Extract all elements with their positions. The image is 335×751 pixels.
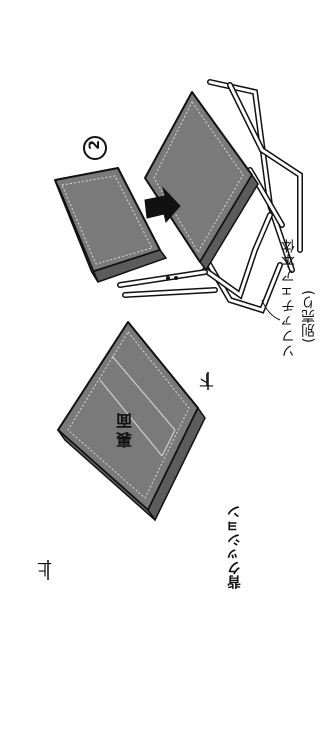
insert-cushion-front [54,179,99,283]
leader-line [261,299,281,321]
step-number: 2 [87,140,103,150]
insert-cushion-stitch [61,175,153,265]
seat-cushion-stitch [153,101,244,253]
seat-cushion [144,91,253,263]
seat-cushion-side [199,173,259,272]
chair-frame [117,79,303,314]
bottom-direction-label: 下 [198,373,216,388]
back-cushion-caption: 背クッション [227,505,243,589]
back-cushion-drawing [47,321,209,580]
seam-2 [99,379,163,457]
bolt-1 [166,276,170,280]
front-face-label: 裏面 [116,410,135,448]
cushion-bottom-side [57,429,156,521]
seam-1 [111,355,176,431]
insert-arrow [144,186,181,224]
seam-3 [161,429,176,457]
top-direction-label: 上 [36,562,54,577]
sold-separately-label: (別売り) [301,290,317,343]
sofa-body-label: ソファチェア本体 [281,238,297,358]
cushion-stitch [67,331,190,499]
sofa-chair-drawing [54,79,303,321]
step-circle [83,136,107,160]
bolt-2 [174,276,178,280]
